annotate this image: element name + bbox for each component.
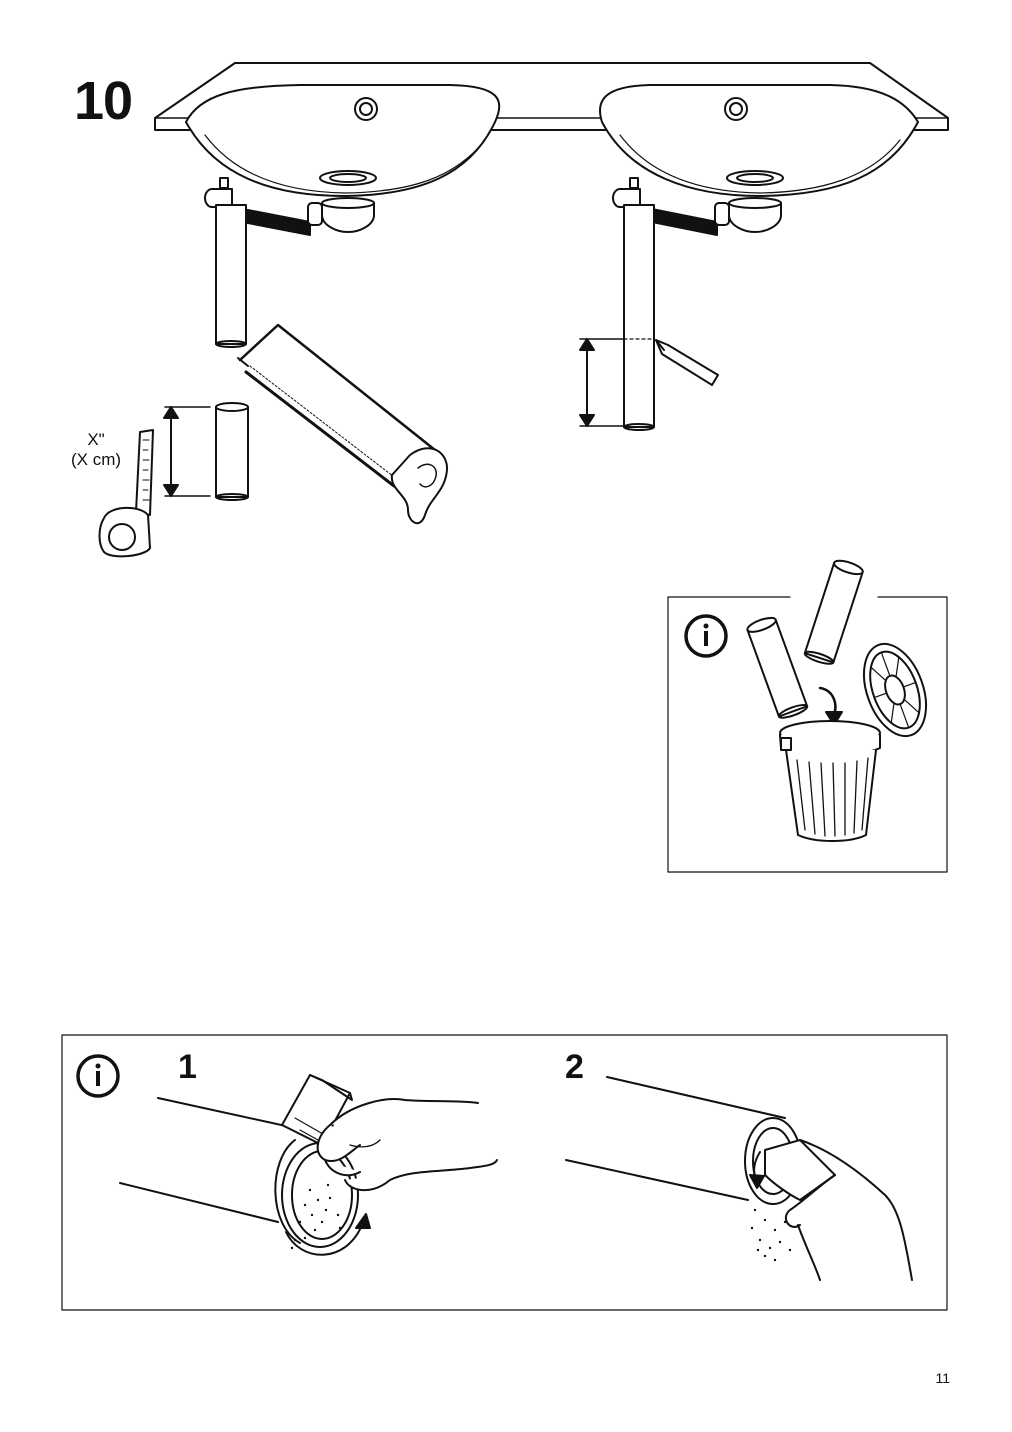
step-number: 10	[74, 71, 133, 131]
measurement-cm: (X cm)	[70, 450, 122, 469]
info-box-discard	[667, 559, 948, 873]
page-number: 11	[935, 1370, 950, 1386]
info-icon	[684, 614, 728, 658]
measurement-inches: X"	[87, 430, 105, 449]
info-box-finish	[61, 1034, 948, 1311]
sub-step-number: 2	[565, 1048, 584, 1086]
measurement-label: X" (X cm)	[58, 430, 134, 470]
pencil-icon	[655, 339, 719, 386]
tape-measure-icon	[98, 429, 154, 558]
info-icon	[76, 1054, 120, 1098]
cut-length-arrow	[163, 406, 211, 497]
hacksaw-icon	[237, 323, 449, 525]
cut-pipe-piece	[215, 402, 249, 501]
sub-step-number: 1	[178, 1048, 197, 1086]
double-washbasin	[154, 62, 949, 431]
measure-mark	[579, 338, 655, 427]
